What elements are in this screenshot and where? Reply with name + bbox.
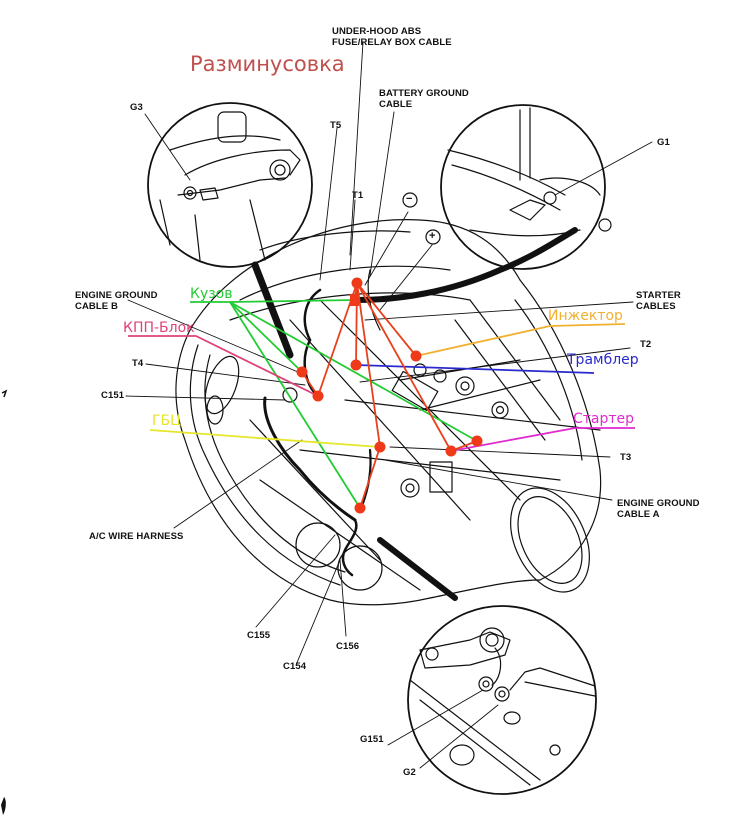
label-abs-cable: UNDER-HOOD ABS FUSE/RELAY BOX CABLE: [332, 26, 452, 48]
kuzov-line: [229, 301, 478, 442]
g3-cable-heavy: [251, 261, 294, 359]
kpp-line: [128, 335, 319, 397]
ground-point-t1: [351, 277, 363, 289]
annotation-gbc: ГБЦ: [152, 413, 182, 429]
label-c154: C154: [283, 661, 307, 672]
annotation-kpp-block: КПП-Блок: [123, 320, 195, 336]
ground-point-injector: [410, 350, 422, 362]
label-battery-ground-cable: BATTERY GROUND CABLE: [379, 88, 469, 110]
kuzov-line: [229, 301, 303, 373]
ground-wires: [301, 282, 478, 509]
kuzov-line: [229, 301, 361, 509]
detail-circle-g1: [440, 104, 612, 270]
ground-point-starter: [445, 445, 457, 457]
label-engine-ground-b: ENGINE GROUND CABLE B: [75, 290, 158, 312]
ground-wire: [356, 282, 417, 357]
annotation-lines: [128, 299, 635, 509]
label-t3: T3: [620, 452, 632, 463]
leader-lines: [125, 41, 653, 769]
label-plus: +: [429, 230, 436, 242]
label-t1: T1: [352, 190, 364, 201]
ground-point-kuzov: [350, 294, 359, 306]
ground-point-bottom: [354, 502, 366, 514]
annotation-injector: Инжектор: [548, 308, 623, 324]
label-ac-wire-harness: A/C WIRE HARNESS: [89, 531, 184, 542]
ground-point-gbc: [374, 441, 386, 453]
battery-minus-symbol: [402, 192, 418, 208]
edge-mark: [1, 797, 6, 815]
ground-points: [296, 277, 483, 514]
ground-wire: [356, 282, 452, 452]
battery-cable-heavy: [354, 227, 578, 303]
starter-line: [450, 427, 635, 452]
detail-circle-g3: [147, 102, 313, 268]
detail-circle-g151-g2: [407, 605, 597, 795]
label-engine-ground-a: ENGINE GROUND CABLE A: [617, 498, 700, 520]
injector-line: [415, 323, 626, 357]
label-minus: −: [406, 193, 413, 205]
label-g2: G2: [403, 767, 416, 778]
label-t2: T2: [640, 339, 652, 350]
label-c155: C155: [247, 630, 271, 641]
annotation-starter: Стартер: [573, 411, 635, 427]
ground-wire: [359, 446, 381, 509]
label-g151: G151: [360, 734, 384, 745]
ground-point-t4: [296, 366, 308, 378]
diagram-title: Разминусовка: [190, 52, 345, 76]
trambler-line: [355, 364, 595, 374]
ground-point-body-right: [471, 435, 483, 447]
label-g1: G1: [657, 137, 670, 148]
gbc-line: [149, 429, 381, 448]
label-g3: G3: [130, 102, 143, 113]
car-body-outline: [175, 219, 602, 606]
label-t5: T5: [330, 120, 342, 131]
label-c151: C151: [101, 390, 125, 401]
annotation-kuzov: Кузов: [190, 286, 233, 302]
edge-mark: [1, 389, 8, 398]
ground-wire: [356, 282, 381, 448]
ground-point-kpp: [312, 390, 324, 402]
label-starter-cables: STARTER CABLES: [636, 290, 681, 312]
battery-plus-symbol: [425, 229, 441, 245]
ground-point-trambler: [350, 359, 362, 371]
label-t4: T4: [132, 358, 144, 369]
label-c156: C156: [336, 641, 360, 652]
g2-cable-heavy: [377, 537, 458, 601]
annotation-trambler: Трамблер: [567, 352, 639, 368]
